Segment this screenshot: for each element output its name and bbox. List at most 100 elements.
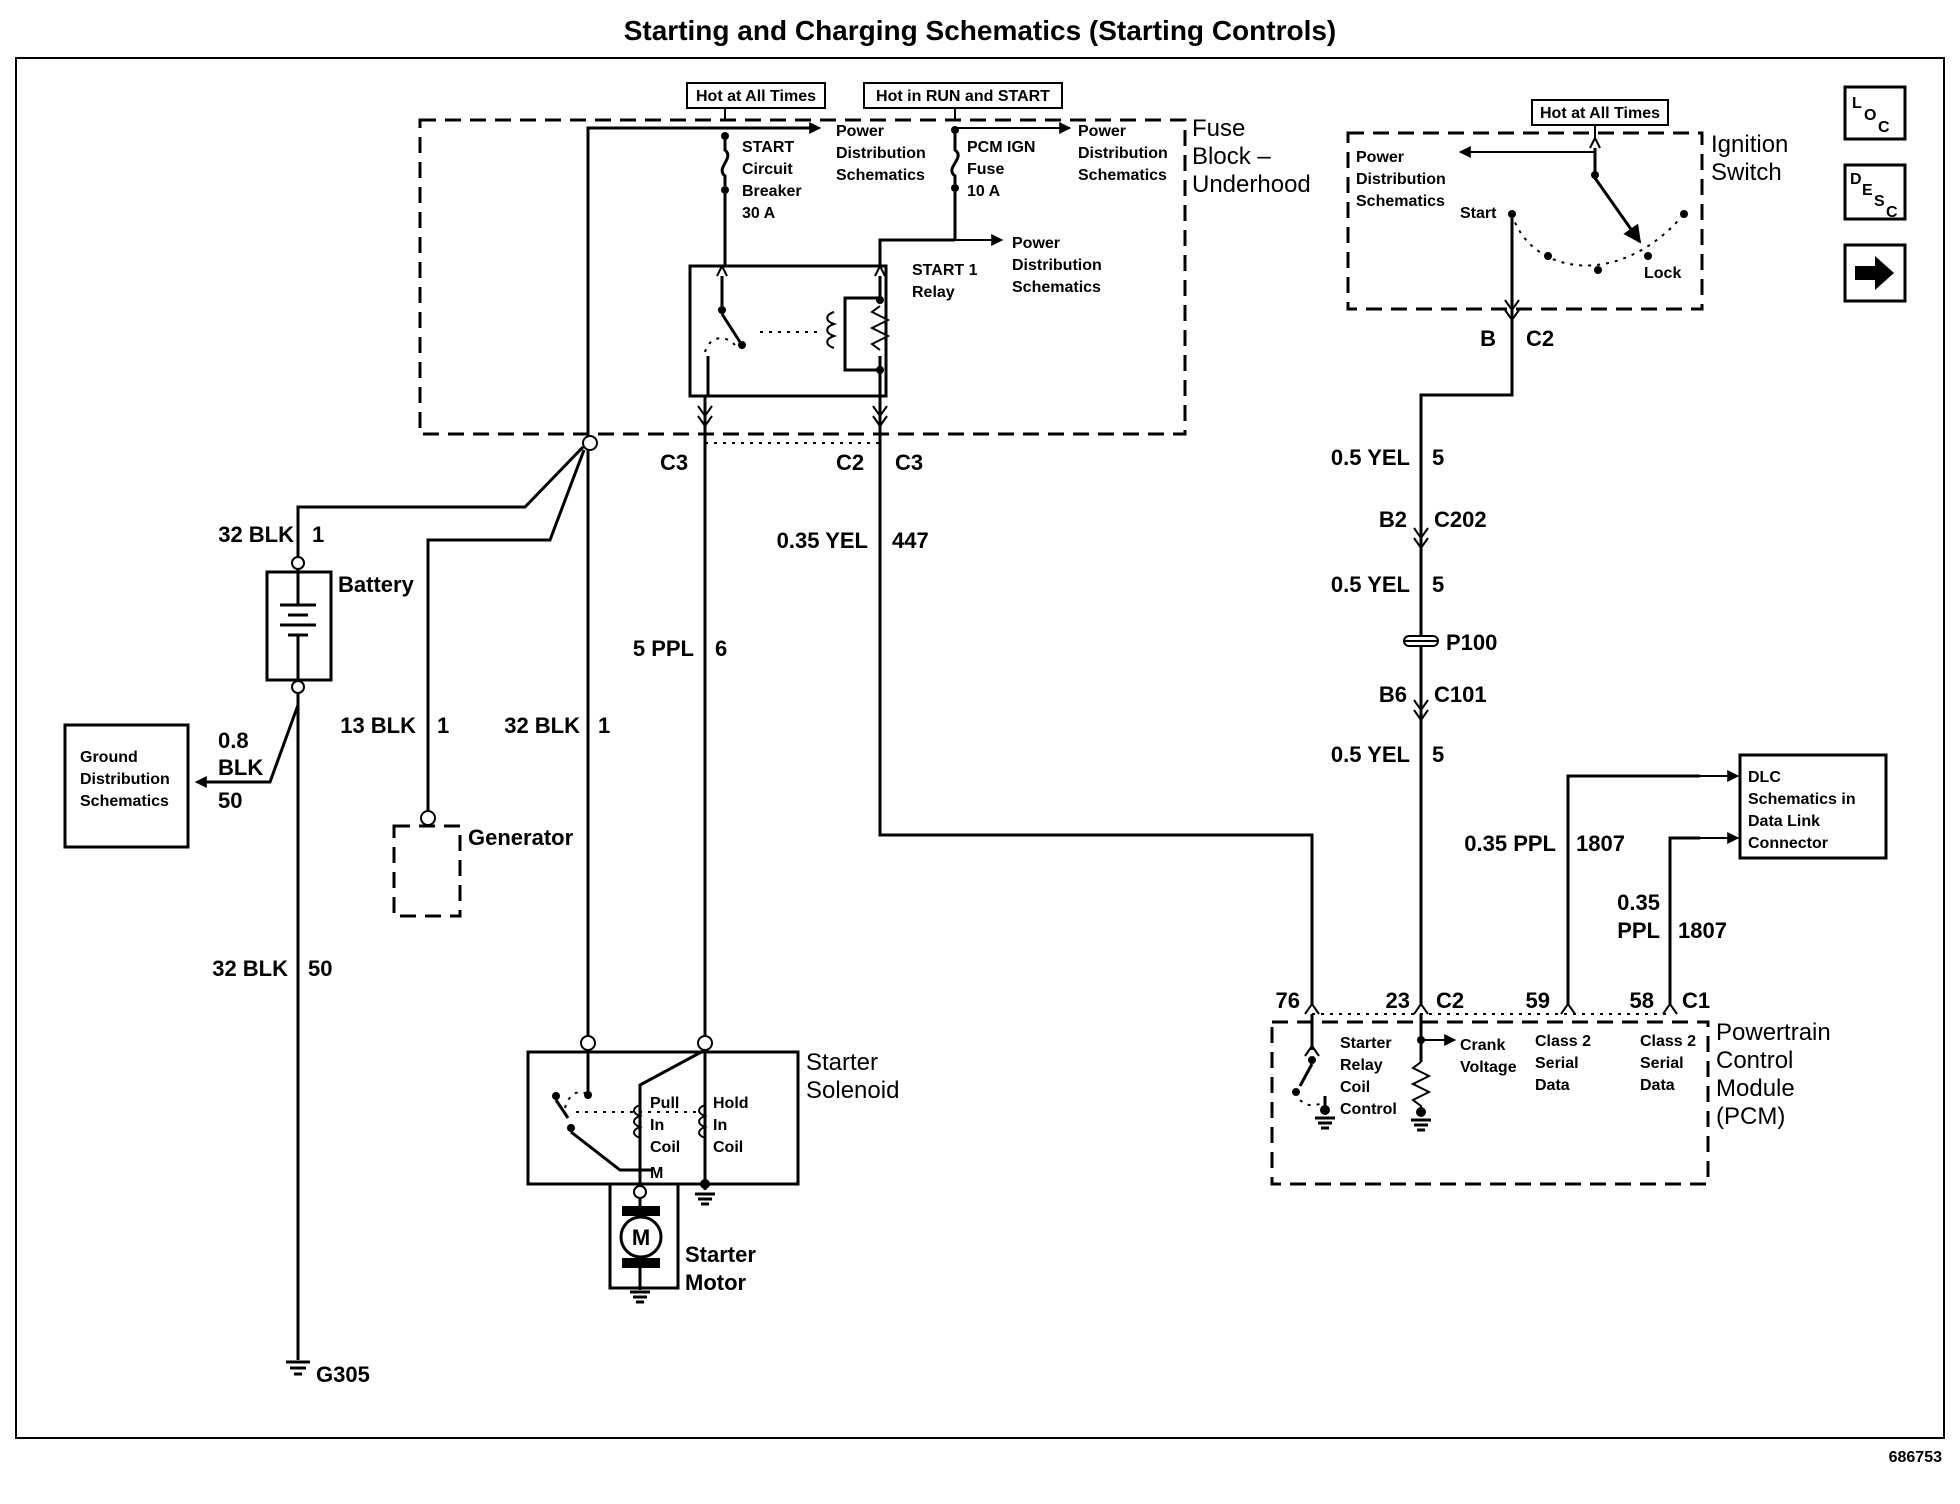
svg-text:Circuit: Circuit [742, 161, 793, 178]
loc-button[interactable]: LOC [1843, 85, 1907, 141]
svg-text:Hold: Hold [713, 1095, 749, 1112]
svg-text:In: In [650, 1117, 664, 1134]
wire-starter-32blk-circuit: 1 [598, 713, 610, 738]
wire-32blk-circuit: 1 [312, 522, 324, 547]
pull-in-coil-label: Pull In Coil [650, 1095, 680, 1156]
class2-serial-data-label-1: Class 2 Serial Data [1535, 1033, 1591, 1094]
hot-at-all-times-tag: Hot at All Times [686, 82, 826, 109]
page-title: Starting and Charging Schematics (Starti… [624, 15, 1337, 46]
ignition-pds-label: Power Distribution Schematics [1356, 149, 1446, 210]
wire-32blk-gauge: 32 BLK [218, 522, 294, 547]
svg-text:Breaker: Breaker [742, 183, 802, 200]
svg-text:Switch: Switch [1711, 159, 1782, 186]
wire-starter-32blk-gauge: 32 BLK [504, 713, 580, 738]
svg-text:M: M [632, 1225, 650, 1250]
svg-text:Starter: Starter [685, 1242, 756, 1267]
svg-text:Control: Control [1340, 1101, 1397, 1118]
generator-label: Generator [468, 825, 574, 850]
crank-voltage-label: Crank Voltage [1460, 1037, 1517, 1076]
svg-text:Serial: Serial [1535, 1055, 1579, 1072]
generator [392, 824, 462, 918]
svg-text:Coil: Coil [713, 1139, 743, 1156]
m-terminal-label: M [650, 1165, 663, 1182]
ground-distribution-box: Ground Distribution Schematics [63, 723, 190, 849]
c101-pin: B6 [1379, 682, 1407, 707]
hot-in-run-start-tag: Hot in RUN and START [863, 82, 1063, 109]
svg-text:Schematics in: Schematics in [1748, 791, 1856, 808]
svg-text:Distribution: Distribution [1012, 257, 1102, 274]
fuse-block-label: Fuse Block – Underhood [1192, 115, 1311, 198]
svg-text:Ignition: Ignition [1711, 131, 1788, 158]
svg-text:Starter: Starter [806, 1049, 878, 1076]
svg-text:Distribution: Distribution [80, 771, 170, 788]
pcm-pin-76: 76 [1276, 988, 1300, 1013]
svg-text:L: L [1852, 95, 1862, 112]
wire-05yel-gauge-2: 0.5 YEL [1331, 572, 1410, 597]
svg-text:Relay: Relay [1340, 1057, 1383, 1074]
starter-motor-label: Starter Motor [685, 1242, 756, 1295]
figure-id: 686753 [1889, 1449, 1942, 1466]
dlc-box: DLC Schematics in Data Link Connector [1738, 753, 1888, 860]
pcm-pin-23: 23 [1386, 988, 1410, 1013]
svg-text:Motor: Motor [685, 1270, 747, 1295]
wire-035ppl-gauge-a: 0.35 PPL [1464, 831, 1556, 856]
svg-text:D: D [1850, 171, 1862, 188]
svg-text:Fuse: Fuse [967, 161, 1004, 178]
wire-035yel-gauge: 0.35 YEL [777, 528, 868, 553]
pds-label-1: Power Distribution Schematics [836, 123, 926, 184]
svg-text:Distribution: Distribution [836, 145, 926, 162]
arrow-right-icon [1855, 256, 1894, 290]
pcm-ground-icon-1 [1315, 1105, 1335, 1130]
svg-text:Crank: Crank [1460, 1037, 1505, 1054]
wire-035ppl-gauge-b2: PPL [1617, 918, 1660, 943]
svg-text:Voltage: Voltage [1460, 1059, 1517, 1076]
svg-text:Solenoid: Solenoid [806, 1077, 899, 1104]
starter-relay-coil-control-label: Starter Relay Coil Control [1340, 1035, 1397, 1118]
wire-035ppl-circuit-a: 1807 [1576, 831, 1625, 856]
wire-08blk-circuit: 50 [218, 788, 242, 813]
motor-ground-icon [630, 1268, 650, 1304]
svg-text:Serial: Serial [1640, 1055, 1684, 1072]
svg-text:Class 2: Class 2 [1535, 1033, 1591, 1050]
svg-text:Coil: Coil [1340, 1079, 1370, 1096]
start-1-relay [688, 264, 888, 398]
svg-text:Distribution: Distribution [1356, 171, 1446, 188]
svg-text:Powertrain: Powertrain [1716, 1019, 1831, 1046]
ignition-lock-label: Lock [1644, 265, 1681, 282]
wire-g305-circuit: 50 [308, 956, 332, 981]
svg-text:E: E [1862, 182, 1873, 199]
svg-text:Power: Power [1356, 149, 1404, 166]
svg-text:Control: Control [1716, 1047, 1793, 1074]
svg-text:O: O [1864, 107, 1876, 124]
next-page-button[interactable] [1843, 243, 1907, 303]
breaker-label: START Circuit Breaker 30 A [742, 139, 802, 222]
c202-label: C202 [1434, 507, 1487, 532]
pcm-ign-fuse [950, 126, 960, 240]
svg-text:Power: Power [1012, 235, 1060, 252]
wire-05yel-circuit-1: 5 [1432, 445, 1444, 470]
svg-text:30 A: 30 A [742, 205, 776, 222]
wire-g305-gauge: 32 BLK [212, 956, 288, 981]
pcm-conn-c1: C1 [1682, 988, 1710, 1013]
svg-text:DLC: DLC [1748, 769, 1781, 786]
c3-connector-left: C3 [660, 450, 688, 475]
wire-08blk-gauge-2: BLK [218, 755, 263, 780]
wire-035yel-circuit: 447 [892, 528, 929, 553]
ignition-hot-at-all-times-tag: Hot at All Times [1531, 99, 1669, 126]
svg-text:Underhood: Underhood [1192, 171, 1311, 198]
fuse-block-boundary [418, 118, 1187, 436]
pcm-ground-icon-2 [1411, 1107, 1431, 1132]
wire-13blk-gauge: 13 BLK [340, 713, 416, 738]
svg-text:Hot at All Times: Hot at All Times [696, 88, 816, 105]
svg-text:Relay: Relay [912, 284, 955, 301]
wire-5ppl-gauge: 5 PPL [633, 636, 694, 661]
svg-text:(PCM): (PCM) [1716, 1103, 1785, 1130]
svg-text:In: In [713, 1117, 727, 1134]
svg-text:Fuse: Fuse [1192, 115, 1245, 142]
svg-text:START: START [742, 139, 794, 156]
wire-13blk-circuit: 1 [437, 713, 449, 738]
ignition-start-label: Start [1460, 205, 1497, 222]
schematic-frame [15, 57, 1945, 1439]
pcm-ign-fuse-label: PCM IGN Fuse 10 A [967, 139, 1035, 200]
